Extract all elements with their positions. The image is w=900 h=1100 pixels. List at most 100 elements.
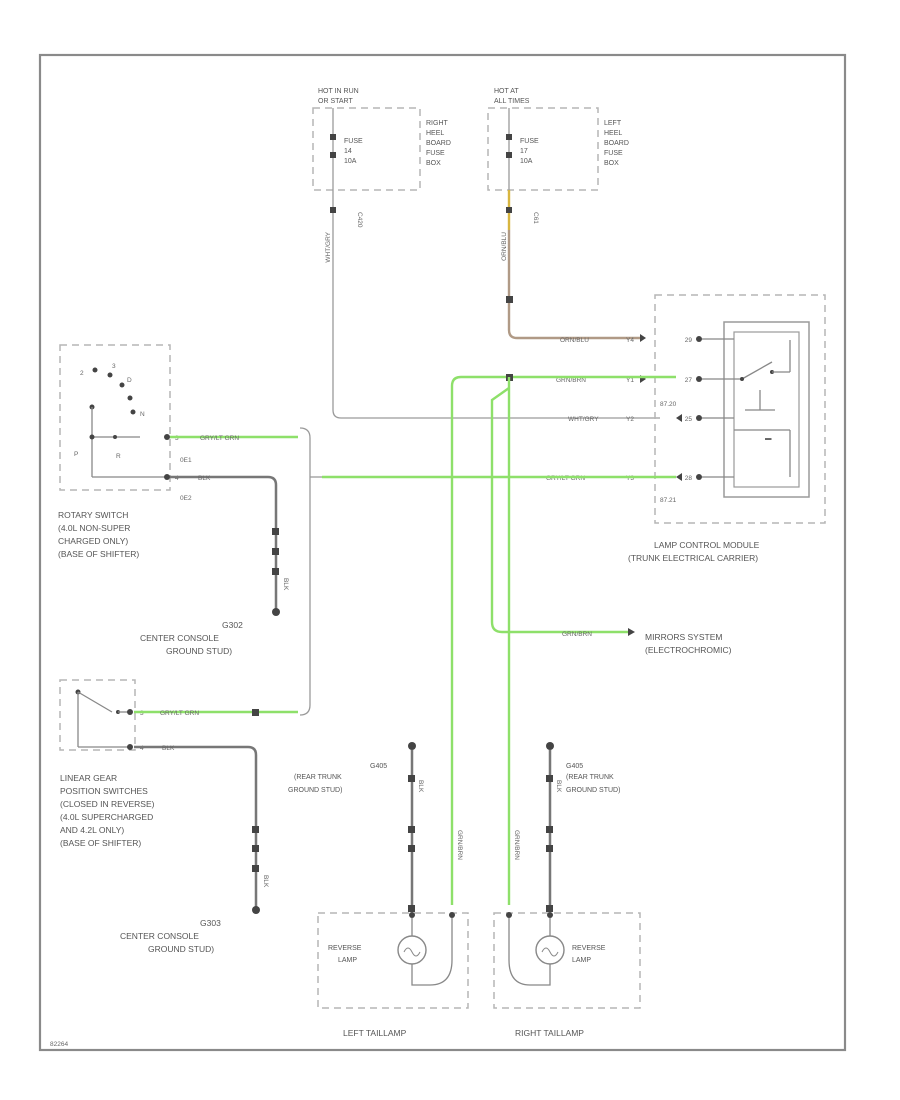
ground-g405-right-label: (REAR TRUNK — [566, 774, 614, 781]
right-fuse-box-label-5: BOX — [426, 160, 441, 167]
ground-g303-location: GROUND STUD) — [148, 944, 214, 954]
rotary-switch-label-1: ROTARY SWITCH — [58, 510, 128, 520]
ground-g405-left-id: G405 — [370, 763, 387, 770]
left-fuse-box-label-5: BOX — [604, 160, 619, 167]
right-fuse-box-label-3: BOARD — [426, 140, 451, 147]
right-fuse-box-label-2: HEEL — [426, 130, 444, 137]
left-lamp-ground: BLK G405 (REAR TRUNK GROUND STUD) — [288, 742, 424, 912]
rotary-position-2: 2 — [80, 370, 84, 377]
left-fuse-box-label-1: LEFT — [604, 120, 622, 127]
left-fuse-box-label-4: FUSE — [604, 150, 623, 157]
right-reverse-lamp-label: REVERSE — [572, 945, 606, 952]
ground-g302-location: GROUND STUD) — [166, 646, 232, 656]
right-taillamp-outline — [493, 912, 641, 1009]
pin-label-y3: Y3 — [626, 475, 634, 482]
rotary-position-r: R — [116, 453, 121, 460]
rotary-connector-2: 0E2 — [180, 495, 192, 502]
module-pin-1: 29 — [685, 337, 693, 344]
rotary-switch-label-4: (BASE OF SHIFTER) — [58, 549, 139, 559]
lamp-control-module-location: (TRUNK ELECTRICAL CARRIER) — [628, 553, 758, 563]
left-fuse-box-label-3: BOARD — [604, 140, 629, 147]
fuse-17-number: 17 — [520, 148, 528, 155]
fuse-17-feed-wire: C61 ORN/BLU ORN/BLU — [501, 190, 646, 344]
fuse-17-terminal-2 — [506, 152, 512, 158]
right-fuse-box-outline — [312, 107, 421, 191]
mirrors-system-label: MIRRORS SYSTEM — [645, 632, 722, 642]
ground-g303-id: G303 — [200, 918, 221, 928]
grey-pin-wire-color: WHT/GRY — [568, 416, 599, 423]
left-lamp-ground-wire-color: BLK — [417, 780, 424, 793]
fuse-17-rating: 10A — [520, 158, 533, 165]
mirrors-system-type: (ELECTROCHROMIC) — [645, 645, 732, 655]
linear-out-wire-color: GRY/LT GRN — [160, 710, 199, 717]
linear-gear-position-switch: 3 4 — [59, 679, 144, 752]
rotary-connector-1: 0E1 — [180, 457, 192, 464]
hot-in-run-label: HOT IN RUN — [318, 88, 359, 95]
fuse-14-terminal — [330, 134, 336, 140]
module-connector-87-20: 87.20 — [660, 401, 677, 408]
left-lamp-feed-wire-color: GRN/BRN — [456, 830, 463, 860]
rotary-position-d: D — [127, 377, 132, 384]
connector-c61-label: C61 — [532, 212, 539, 224]
pin-label-y1: Y1 — [626, 377, 634, 384]
always-feed-wire-color: ORN/BLU — [501, 232, 508, 261]
switch-output-bracket — [299, 427, 311, 716]
linear-black-wire-color: BLK — [162, 745, 175, 752]
lamp-control-module-label: LAMP CONTROL MODULE — [654, 540, 760, 550]
ground-g405-left-label: (REAR TRUNK — [294, 774, 342, 781]
right-reverse-lamp-bulb-icon — [535, 935, 565, 965]
linear-ground-wire-color: BLK — [262, 875, 269, 888]
right-reverse-lamp-label-2: LAMP — [572, 957, 591, 964]
rotary-black-wire-color: BLK — [198, 475, 211, 482]
linear-switch-outline — [59, 679, 136, 751]
rotary-switch: 2 3 D N R P 3 4 0E1 0E2 — [59, 344, 192, 502]
rotary-pin-4: 4 — [175, 475, 179, 482]
fuse-14-feed-wire: C420 WHT/GRY — [325, 190, 660, 419]
brown-wire-color: ORN/BLU — [560, 337, 589, 344]
left-taillamp-outline — [317, 912, 469, 1009]
ground-g302-label: CENTER CONSOLE — [140, 633, 219, 643]
fuse-17-terminal — [506, 134, 512, 140]
left-taillamp-label: LEFT TAILLAMP — [343, 1028, 407, 1038]
linear-pin-4: 4 — [140, 745, 144, 752]
module-connector-87-21: 87.21 — [660, 497, 677, 504]
module-pin-4: 28 — [685, 475, 693, 482]
rotary-out-wire-color: GRY/LT GRN — [200, 435, 239, 442]
diagram-code-label: 82264 — [50, 1041, 68, 1048]
ground-g302-id: G302 — [222, 620, 243, 630]
pin-label-y4: Y4 — [626, 337, 634, 344]
ground-g405-right-id: G405 — [566, 763, 583, 770]
module-pin-2: 27 — [685, 377, 693, 384]
fuse-14-number: 14 — [344, 148, 352, 155]
right-lamp-ground-wire-color: BLK — [555, 780, 562, 793]
connector-c420-label: C420 — [356, 212, 363, 228]
diagram-frame — [38, 53, 847, 1052]
left-reverse-lamp-bulb-icon — [397, 935, 427, 965]
fuse-14-terminal-2 — [330, 152, 336, 158]
left-fuse-box-label-2: HEEL — [604, 130, 622, 137]
rotary-position-3: 3 — [112, 363, 116, 370]
right-fuse-box-label-1: RIGHT — [426, 120, 449, 127]
ground-g405-right-location: GROUND STUD) — [566, 787, 620, 794]
left-reverse-lamp-label: REVERSE — [328, 945, 362, 952]
ground-g303-label: CENTER CONSOLE — [120, 931, 199, 941]
right-taillamp: REVERSE LAMP RIGHT TAILLAMP — [493, 912, 641, 1038]
left-taillamp: REVERSE LAMP LEFT TAILLAMP — [317, 912, 469, 1038]
green-top-wire-color: GRN/BRN — [556, 377, 586, 384]
grn-pin-wire-color: GRY/LT GRN — [546, 475, 585, 482]
ground-g405-left-location: GROUND STUD) — [288, 787, 342, 794]
linear-switch-label-1: LINEAR GEAR — [60, 773, 117, 783]
lamp-control-module: 29 27 25 28 ▬ 87.20 87.21 LAMP CONTROL M… — [628, 294, 826, 563]
lamp-control-module-outline — [654, 294, 826, 524]
mirrors-wire-color: GRN/BRN — [562, 631, 592, 638]
rotary-switch-label-3: CHARGED ONLY) — [58, 536, 128, 546]
rotary-switch-outline — [59, 344, 171, 491]
hot-in-run-label-2: OR START — [318, 98, 353, 105]
hot-at-all-times-label-2: ALL TIMES — [494, 98, 530, 105]
linear-switch-label-2: POSITION SWITCHES — [60, 786, 148, 796]
fuse-14-label: FUSE — [344, 138, 363, 145]
right-taillamp-label: RIGHT TAILLAMP — [515, 1028, 584, 1038]
rotary-position-n: N — [140, 411, 145, 418]
linear-switch-label-6: (BASE OF SHIFTER) — [60, 838, 141, 848]
